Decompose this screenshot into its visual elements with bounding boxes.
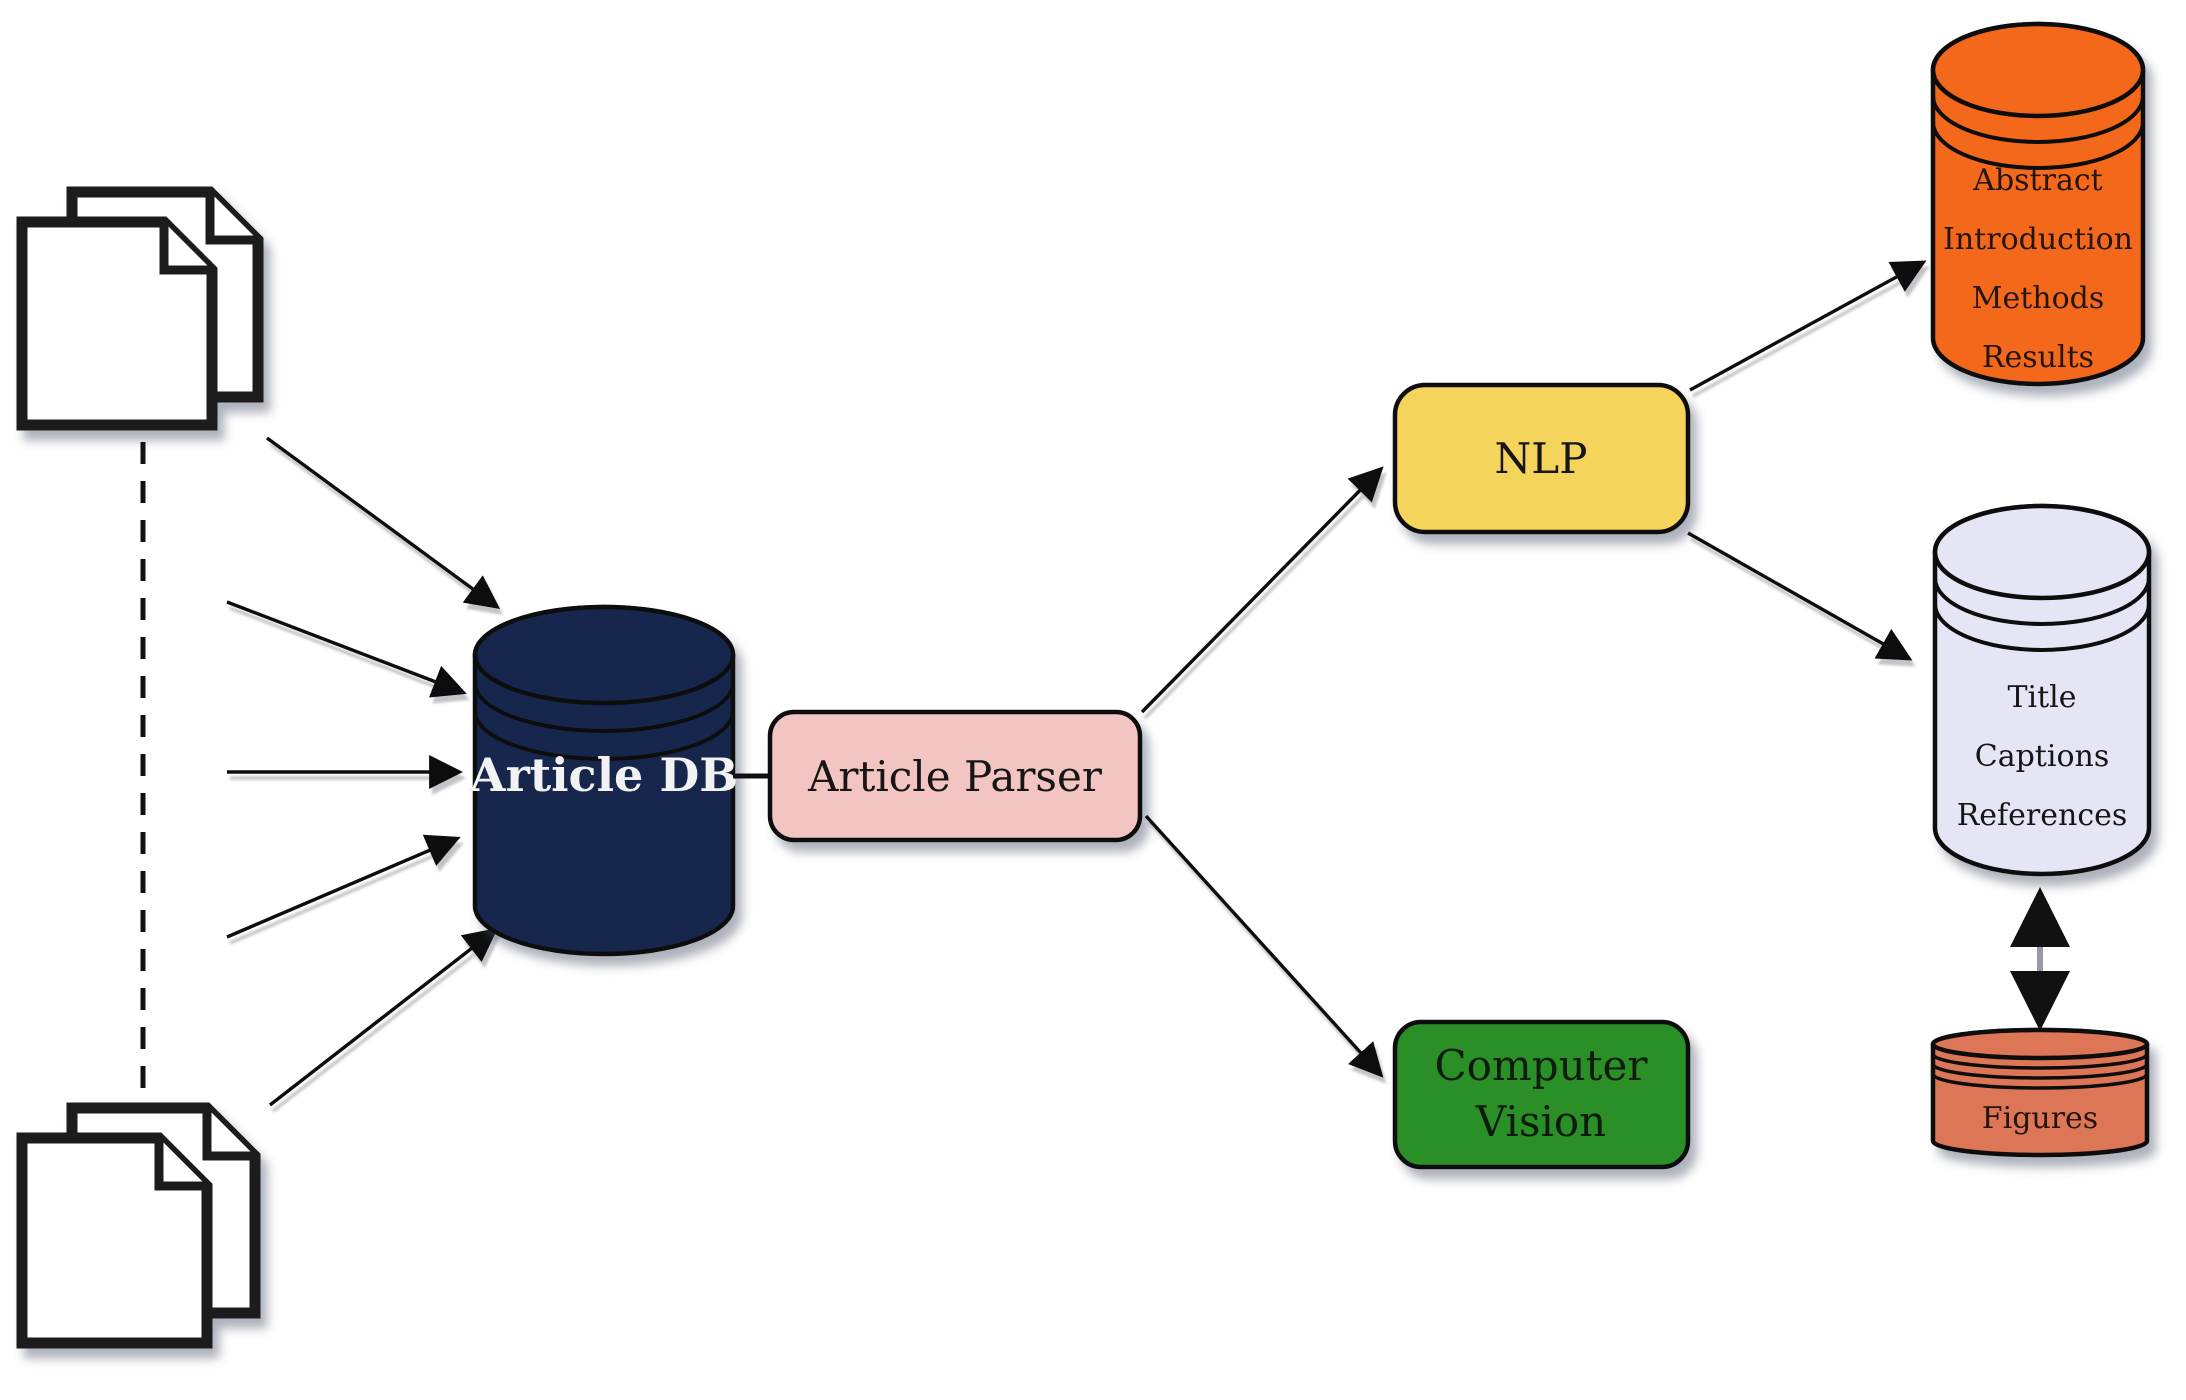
nlp-label: NLP xyxy=(1495,434,1588,483)
node-sections-store: Abstract Introduction Methods Results xyxy=(1930,21,2146,387)
edges-parser-branches xyxy=(1140,466,1384,1078)
sections-store-line-methods: Methods xyxy=(1972,281,2105,316)
text-store-top xyxy=(1932,503,2152,601)
node-text-store: Title Captions References xyxy=(1932,503,2152,877)
edge-nlp-to-sections xyxy=(1689,260,1927,392)
edges-nlp-outputs xyxy=(1687,260,1927,661)
edge-nlp-to-text xyxy=(1687,531,1913,661)
node-figures-store: Figures xyxy=(1930,1027,2150,1158)
sections-store-line-introduction: Introduction xyxy=(1943,222,2133,257)
figures-store-rim-line xyxy=(1931,1063,2149,1080)
article-db-top xyxy=(472,604,736,706)
edge-doc-arrow-4 xyxy=(226,834,461,939)
article-db-label: Article DB xyxy=(469,748,738,802)
edges-documents-to-articledb xyxy=(226,436,501,1107)
sections-store-rim-line xyxy=(1931,95,2145,144)
computer-vision-label-line1: Computer xyxy=(1435,1041,1649,1090)
article-db-rim-line xyxy=(473,682,735,733)
figures-store-rim-line xyxy=(1931,1073,2149,1090)
edge-doc-arrow-5 xyxy=(268,927,499,1107)
sections-store-rim-line xyxy=(1931,121,2145,170)
computer-vision-label-line2: Vision xyxy=(1475,1097,1606,1146)
documents-icon xyxy=(16,1102,261,1349)
node-article-db: Article DB xyxy=(469,604,738,957)
node-article-parser: Article Parser xyxy=(767,709,1143,843)
article-parser-label: Article Parser xyxy=(807,752,1103,801)
figures-store-label: Figures xyxy=(1982,1101,2098,1136)
text-store-rim-line xyxy=(1933,577,2151,626)
nlp-box xyxy=(1392,382,1691,535)
text-store-line-title: Title xyxy=(2007,680,2076,715)
computer-vision-box xyxy=(1392,1019,1691,1170)
sections-store-line-abstract: Abstract xyxy=(1972,163,2102,198)
article-parser-box xyxy=(767,709,1143,843)
sections-store-top xyxy=(1930,21,2146,119)
documents-icon xyxy=(16,186,264,431)
edge-parser-to-cv xyxy=(1144,814,1384,1078)
edge-parser-to-nlp xyxy=(1140,466,1384,714)
article-db-rim-line xyxy=(473,710,735,761)
figures-store-rim-line xyxy=(1931,1053,2149,1070)
text-store-line-captions: Captions xyxy=(1975,739,2109,774)
edge-doc-arrow-2 xyxy=(226,600,467,698)
node-computer-vision: Computer Vision xyxy=(1392,1019,1691,1170)
text-store-rim-line xyxy=(1933,603,2151,652)
sections-store-line-results: Results xyxy=(1982,340,2094,375)
text-store-line-references: References xyxy=(1957,798,2128,833)
figures-store-top xyxy=(1930,1027,2150,1061)
node-nlp: NLP xyxy=(1392,382,1691,535)
edge-doc-arrow-1 xyxy=(265,436,501,610)
